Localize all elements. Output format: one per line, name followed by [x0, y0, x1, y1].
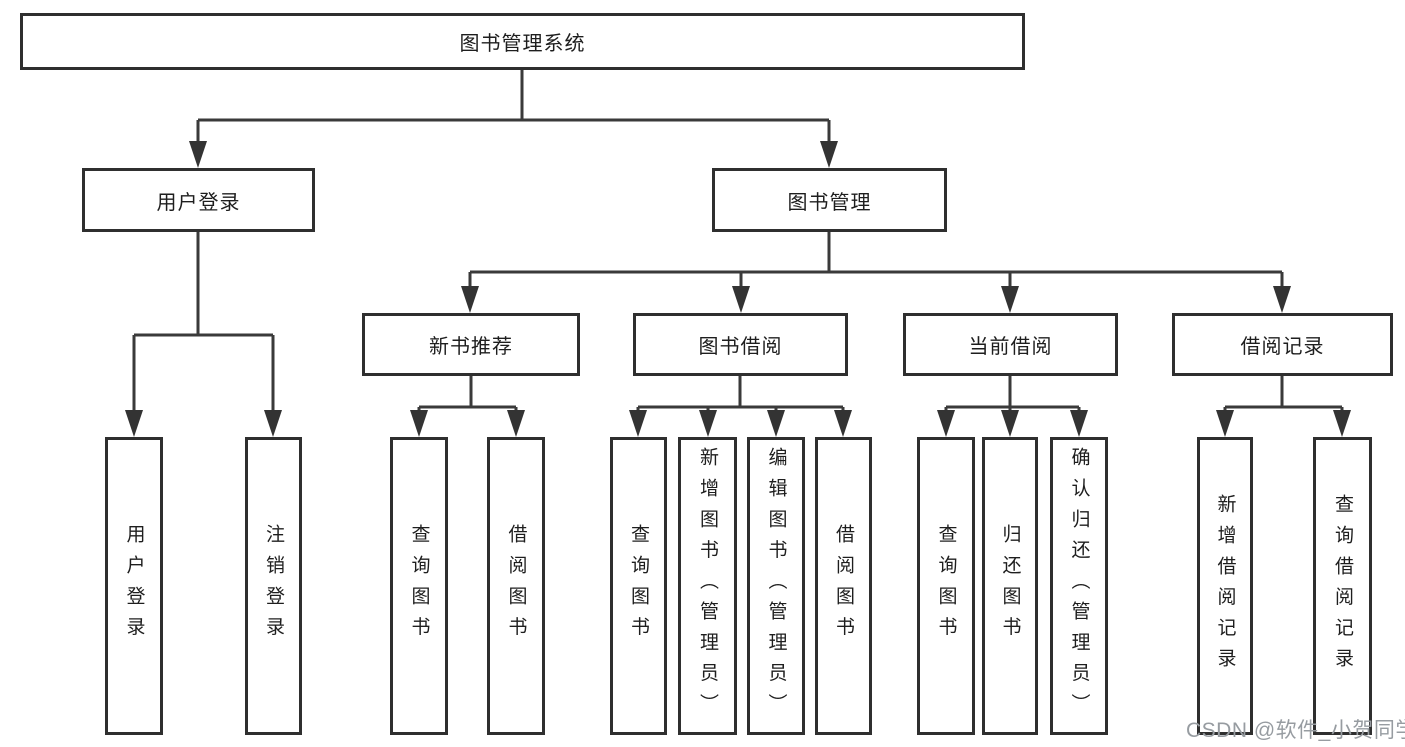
- node-logout: 注销登录: [245, 437, 302, 735]
- connector-arrowheads: [125, 141, 1351, 437]
- node-user-login-branch: 用户登录: [82, 168, 315, 232]
- node-borrow-records: 借阅记录: [1172, 313, 1393, 376]
- node-book-borrow: 图书借阅: [633, 313, 848, 376]
- node-edit-book-admin: 编辑图书（管理员）: [747, 437, 805, 735]
- csdn-watermark: CSDN @软件_小贺同学: [1186, 719, 1405, 742]
- node-new-book-recommend: 新书推荐: [362, 313, 580, 376]
- node-borrow-books: 借阅图书: [815, 437, 872, 735]
- node-query-books-borrow: 查询图书: [610, 437, 667, 735]
- node-query-books-recommend: 查询图书: [390, 437, 448, 735]
- node-return-books: 归还图书: [982, 437, 1038, 735]
- node-user-login: 用户登录: [105, 437, 163, 735]
- node-borrow-books-recommend: 借阅图书: [487, 437, 545, 735]
- node-add-borrow-record: 新增借阅记录: [1197, 437, 1253, 735]
- node-library-management-system: 图书管理系统: [20, 13, 1025, 70]
- node-query-books-current: 查询图书: [917, 437, 975, 735]
- node-book-management: 图书管理: [712, 168, 947, 232]
- node-current-borrow: 当前借阅: [903, 313, 1118, 376]
- node-query-borrow-record: 查询借阅记录: [1313, 437, 1372, 735]
- connector-lines: [132, 70, 1344, 414]
- node-confirm-return-admin: 确认归还（管理员）: [1050, 437, 1108, 735]
- node-add-book-admin: 新增图书（管理员）: [678, 437, 737, 735]
